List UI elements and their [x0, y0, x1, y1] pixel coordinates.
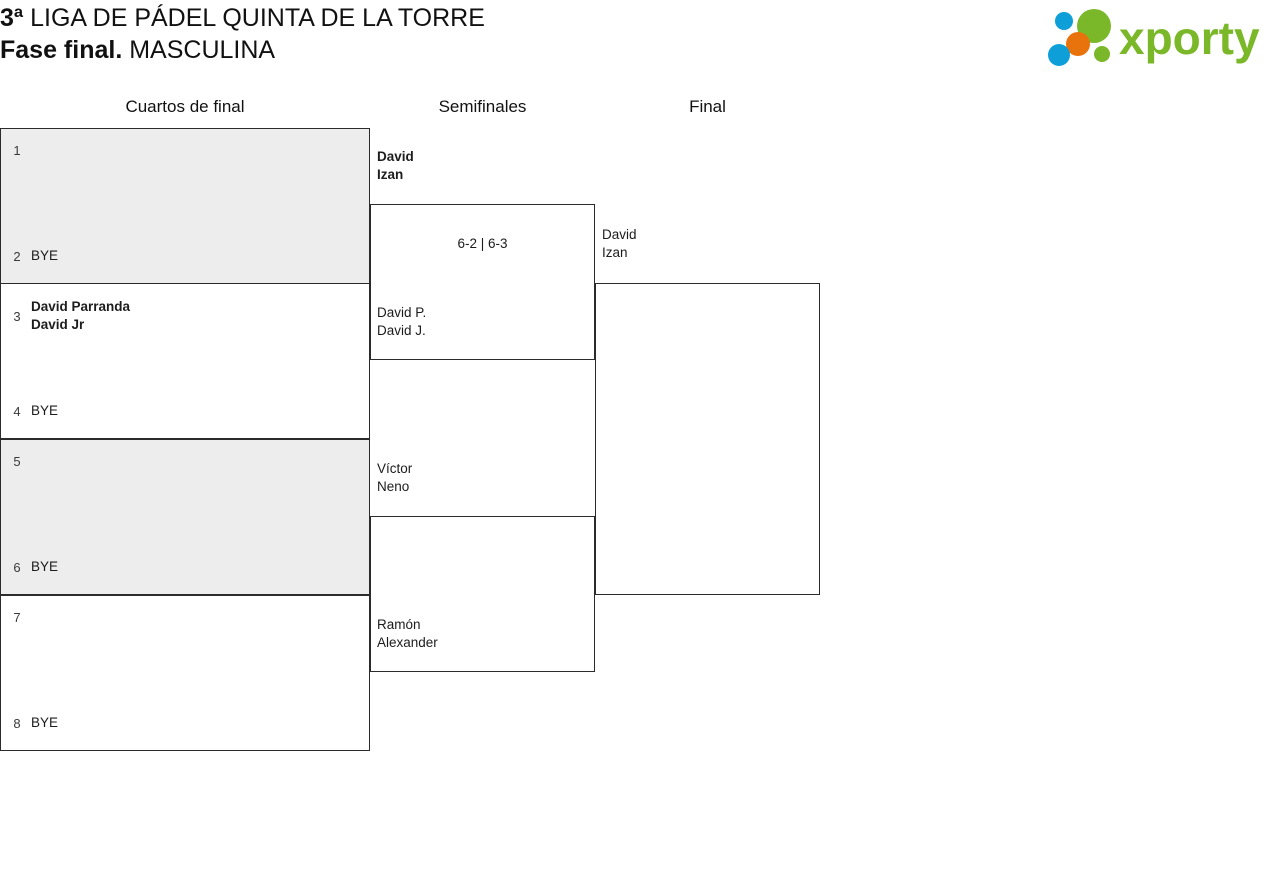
competitor-name-1: BYE [31, 715, 59, 730]
tournament-title-prefix: 3ª [0, 4, 24, 32]
semifinal-1-top-competitor[interactable]: David Izan [377, 148, 414, 184]
tournament-phase-prefix: Fase final. [0, 36, 123, 64]
tournament-title-rest: LIGA DE PÁDEL QUINTA DE LA TORRE [23, 4, 485, 32]
seed-number: 5 [13, 454, 21, 469]
competitor-name-1: David P. [377, 305, 427, 320]
logo-dot-green-large [1077, 9, 1111, 43]
xporty-logo: xporty [1046, 4, 1274, 70]
competitor-name-1: BYE [31, 248, 59, 263]
competitor-name-1: David Parranda [31, 299, 131, 314]
tournament-bracket: 1 2 BYE 3 David Parranda David Jr 4 B [0, 128, 900, 768]
competitor-names: BYE [31, 714, 58, 732]
round-header-quarterfinals: Cuartos de final [125, 97, 245, 116]
seed-number: 8 [13, 715, 21, 731]
final-top-competitor[interactable]: David Izan [602, 226, 637, 262]
competitor-name-1: Víctor [377, 461, 413, 476]
competitor-names: BYE [31, 558, 58, 576]
match-box-quarterfinal-3[interactable]: 5 6 BYE [0, 439, 370, 595]
xporty-logo-svg: xporty [1048, 9, 1260, 66]
match-box-quarterfinal-1[interactable]: 1 2 BYE [0, 128, 370, 284]
round-header-final: Final [689, 97, 726, 116]
bracket-slot-seed-7[interactable]: 7 [7, 610, 31, 625]
bracket-slot-seed-3[interactable]: 3 David Parranda David Jr [7, 298, 130, 334]
competitor-names: BYE [31, 247, 58, 265]
bracket-slot-seed-2[interactable]: 2 BYE [7, 247, 58, 265]
seed-number: 7 [13, 610, 21, 625]
logo-dot-orange [1066, 32, 1090, 56]
match-box-semifinal-2[interactable] [370, 516, 595, 672]
competitor-name-1: BYE [31, 559, 59, 574]
bracket-slot-seed-6[interactable]: 6 BYE [7, 558, 58, 576]
match-box-final[interactable] [595, 283, 820, 595]
semifinal-1-score: 6-2 | 6-3 [457, 236, 508, 251]
match-box-quarterfinal-4[interactable]: 7 8 BYE [0, 595, 370, 751]
semifinal-2-bottom-competitor[interactable]: Ramón Alexander [377, 616, 438, 652]
seed-number: 3 [13, 308, 21, 324]
seed-number: 4 [13, 403, 21, 419]
competitor-name-2: Izan [602, 245, 628, 260]
logo-dot-blue-top [1055, 12, 1073, 30]
logo-dot-blue-bottom [1048, 44, 1070, 66]
competitor-name-1: David [377, 149, 414, 164]
match-box-quarterfinal-2[interactable]: 3 David Parranda David Jr 4 BYE [0, 283, 370, 439]
competitor-names: BYE [31, 402, 58, 420]
competitor-name-1: David [602, 227, 637, 242]
competitor-name-2: David J. [377, 323, 426, 338]
bracket-slot-seed-4[interactable]: 4 BYE [7, 402, 58, 420]
logo-dot-green-small [1094, 46, 1110, 62]
competitor-names: David Parranda David Jr [31, 298, 130, 334]
seed-number: 1 [13, 143, 21, 158]
competitor-name-1: Ramón [377, 617, 421, 632]
bracket-slot-seed-8[interactable]: 8 BYE [7, 714, 58, 732]
tournament-category: MASCULINA [122, 36, 276, 64]
tournament-title-line-2: Fase final. MASCULINA [0, 34, 900, 66]
semifinal-2-top-competitor[interactable]: Víctor Neno [377, 460, 412, 496]
tournament-title-line-1: 3ª LIGA DE PÁDEL QUINTA DE LA TORRE [0, 2, 900, 34]
competitor-name-2: Neno [377, 479, 410, 494]
bracket-slot-seed-1[interactable]: 1 [7, 143, 31, 158]
bracket-slot-seed-5[interactable]: 5 [7, 454, 31, 469]
competitor-name-2: Izan [377, 167, 404, 182]
competitor-name-2: Alexander [377, 635, 438, 650]
competitor-name-1: BYE [31, 403, 59, 418]
semifinal-1-bottom-competitor[interactable]: David P. David J. [377, 304, 426, 340]
seed-number: 2 [13, 248, 21, 264]
round-header-semifinals: Semifinales [438, 97, 527, 116]
logo-wordmark: xporty [1119, 12, 1260, 64]
page-header: 3ª LIGA DE PÁDEL QUINTA DE LA TORRE Fase… [0, 0, 1280, 76]
tournament-title-block: 3ª LIGA DE PÁDEL QUINTA DE LA TORRE Fase… [0, 2, 900, 66]
seed-number: 6 [13, 559, 21, 575]
competitor-name-2: David Jr [31, 317, 85, 332]
match-box-semifinal-1[interactable] [370, 204, 595, 360]
